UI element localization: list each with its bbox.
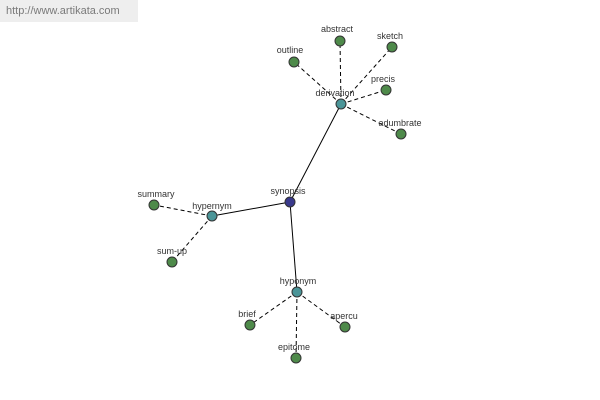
edge-hyponym-brief xyxy=(249,291,298,326)
edge-derivation-outline xyxy=(293,61,342,105)
node-hypernym[interactable]: hypernym xyxy=(192,201,232,222)
node-summary[interactable]: summary xyxy=(137,189,175,211)
nodes-layer: synopsis derivation hypernym hyponym outline… xyxy=(137,24,422,364)
node-sum-up[interactable]: sum-up xyxy=(157,246,187,268)
node-circle-adumbrate[interactable] xyxy=(395,128,407,140)
node-circle-synopsis[interactable] xyxy=(284,196,296,208)
edge-hypernym-sum-up xyxy=(171,215,213,263)
node-synopsis[interactable]: synopsis xyxy=(270,186,306,208)
node-label-apercu: apercu xyxy=(330,311,358,321)
node-circle-epitome[interactable] xyxy=(290,352,302,364)
node-circle-outline[interactable] xyxy=(288,56,300,68)
node-circle-hyponym[interactable] xyxy=(291,286,303,298)
node-outline[interactable]: outline xyxy=(277,45,304,68)
node-apercu[interactable]: apercu xyxy=(330,311,358,333)
edges-layer xyxy=(153,40,402,359)
edge-hypernym-summary xyxy=(153,204,213,217)
node-label-sum-up: sum-up xyxy=(157,246,187,256)
node-circle-apercu[interactable] xyxy=(339,321,351,333)
node-brief[interactable]: brief xyxy=(238,309,256,331)
node-label-sketch: sketch xyxy=(377,31,403,41)
edge-synopsis-hyponym xyxy=(289,201,298,293)
node-label-synopsis: synopsis xyxy=(270,186,306,196)
node-derivation[interactable]: derivation xyxy=(315,88,355,110)
node-label-adumbrate: adumbrate xyxy=(378,118,421,128)
node-circle-summary[interactable] xyxy=(148,199,160,211)
node-circle-hypernym[interactable] xyxy=(206,210,218,222)
node-circle-derivation[interactable] xyxy=(335,98,347,110)
watermark-url: http://www.artikata.com xyxy=(0,0,138,22)
node-hyponym[interactable]: hyponym xyxy=(280,276,317,298)
node-label-summary: summary xyxy=(137,189,175,199)
node-label-precis: precis xyxy=(371,74,396,84)
edge-derivation-abstract xyxy=(339,40,342,105)
node-label-hyponym: hyponym xyxy=(280,276,317,286)
node-label-epitome: epitome xyxy=(278,342,310,352)
edge-synopsis-hypernym xyxy=(211,201,291,217)
node-label-derivation: derivation xyxy=(315,88,354,98)
node-circle-abstract[interactable] xyxy=(334,35,346,47)
edge-synopsis-derivation xyxy=(289,103,342,203)
edge-derivation-precis xyxy=(340,89,387,105)
node-circle-sum-up[interactable] xyxy=(166,256,178,268)
edge-hyponym-apercu xyxy=(296,291,346,328)
edge-derivation-sketch xyxy=(340,46,393,105)
node-label-hypernym: hypernym xyxy=(192,201,232,211)
node-circle-brief[interactable] xyxy=(244,319,256,331)
node-sketch[interactable]: sketch xyxy=(377,31,403,53)
node-circle-sketch[interactable] xyxy=(386,41,398,53)
node-circle-precis[interactable] xyxy=(380,84,392,96)
node-adumbrate[interactable]: adumbrate xyxy=(378,118,422,140)
node-abstract[interactable]: abstract xyxy=(321,24,354,47)
node-epitome[interactable]: epitome xyxy=(278,342,310,364)
node-label-outline: outline xyxy=(277,45,304,55)
node-label-abstract: abstract xyxy=(321,24,354,34)
node-precis[interactable]: precis xyxy=(371,74,396,96)
node-label-brief: brief xyxy=(238,309,256,319)
